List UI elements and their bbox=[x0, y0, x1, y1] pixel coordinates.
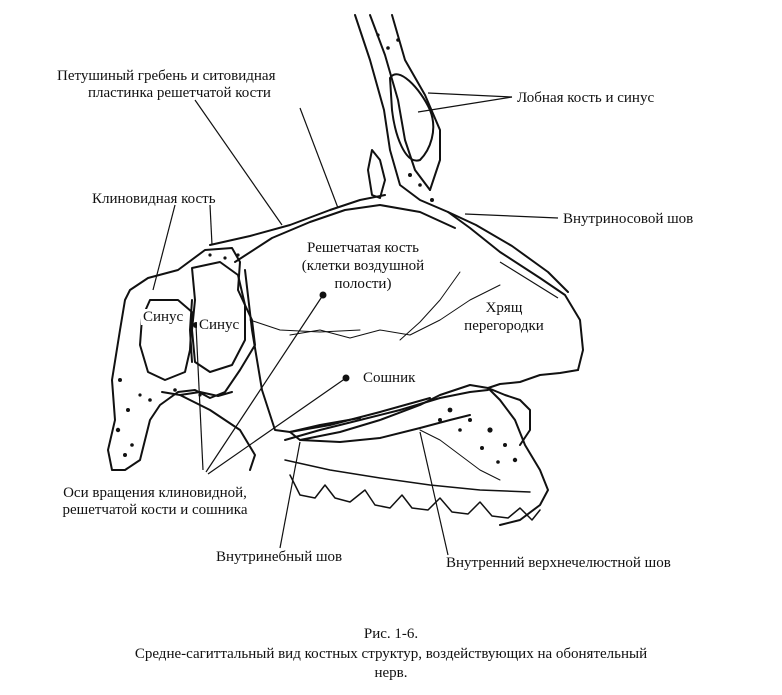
figure-caption-line1: Средне-сагиттальный вид костных структур… bbox=[134, 646, 648, 662]
sphenoid-base bbox=[179, 394, 256, 471]
leader-internasal bbox=[464, 213, 559, 219]
leader-maxillary bbox=[419, 431, 449, 556]
cartilage-edge bbox=[487, 369, 579, 389]
figure-caption-line2: нерв. bbox=[374, 665, 408, 681]
leader-crista2 bbox=[299, 107, 339, 209]
label-ethmoid-3: полости) bbox=[327, 276, 399, 292]
figure-number: Рис. 1-6. bbox=[363, 626, 419, 642]
leader-sphenoid2 bbox=[209, 204, 213, 246]
leader-cartilage bbox=[499, 261, 559, 299]
sphenoid-sinus-right bbox=[191, 261, 246, 373]
label-crista-galli-2: пластинка решетчатой кости bbox=[88, 85, 271, 101]
sphenoid-lower bbox=[161, 391, 233, 397]
label-sphenoid-bone: Клиновидная кость bbox=[92, 191, 216, 207]
teeth bbox=[289, 474, 541, 521]
label-internal-maxillary-suture: Внутренний верхнечелюстной шов bbox=[446, 555, 671, 571]
leader-frontal2 bbox=[417, 96, 513, 113]
ethmoid-outline bbox=[244, 269, 361, 433]
label-cartilage-2: перегородки bbox=[464, 318, 544, 334]
label-axes-1: Оси вращения клиновидной, bbox=[63, 485, 247, 501]
cribriform-plate-lower bbox=[234, 204, 456, 263]
frontal-bone-inner bbox=[369, 14, 431, 191]
premaxilla bbox=[487, 387, 531, 446]
frontal-sinus bbox=[389, 73, 435, 162]
vomer-outline bbox=[284, 389, 489, 441]
label-crista-galli-1: Петушиный гребень и ситовидная bbox=[57, 68, 276, 84]
label-vomer: Сошник bbox=[363, 370, 416, 386]
label-cartilage-1: Хрящ bbox=[485, 300, 523, 316]
label-ethmoid-2: (клетки воздушной bbox=[292, 258, 434, 274]
label-sinus-left: Синус bbox=[141, 309, 186, 325]
label-palatine-suture: Внутринебный шов bbox=[216, 549, 343, 565]
cribriform-plate bbox=[209, 194, 386, 246]
ethmoid-seam2 bbox=[399, 271, 461, 341]
leader-crista bbox=[194, 99, 283, 226]
leader-axes-b bbox=[205, 294, 324, 473]
label-ethmoid-1: Решетчатая кость bbox=[297, 240, 429, 256]
sphenoid-outer bbox=[107, 247, 256, 471]
tooth-row-upper bbox=[284, 459, 531, 493]
internal-maxillary-suture bbox=[419, 429, 501, 481]
leader-axes-a bbox=[195, 324, 204, 471]
frontal-bone-outline bbox=[354, 14, 584, 371]
palate-inner bbox=[299, 414, 471, 443]
crista-galli bbox=[367, 149, 386, 199]
leader-sphenoid bbox=[152, 204, 176, 291]
leader-frontal bbox=[427, 92, 513, 98]
sphenoid-sinus-left bbox=[139, 299, 193, 381]
base-line bbox=[249, 319, 361, 333]
label-axes-2: решетчатой кости и сошника bbox=[62, 502, 248, 518]
nasal-bone bbox=[447, 211, 569, 293]
leader-axes-c bbox=[207, 377, 347, 475]
sphenoid-septum bbox=[189, 299, 193, 363]
label-internasal-suture: Внутриносовой шов bbox=[563, 211, 694, 227]
label-frontal-bone: Лобная кость и синус bbox=[517, 90, 655, 106]
leader-palatine bbox=[279, 441, 301, 549]
maxilla-outline bbox=[289, 384, 549, 526]
label-sinus-right: Синус bbox=[197, 317, 242, 333]
palatine-floor bbox=[289, 397, 431, 433]
frontal-bone-back bbox=[391, 14, 441, 191]
